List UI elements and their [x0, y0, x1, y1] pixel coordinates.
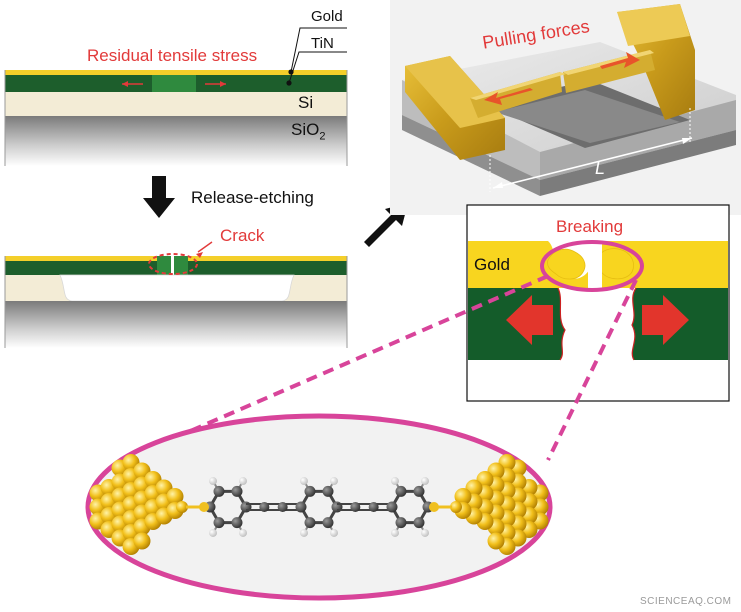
breaking-inset — [466, 204, 730, 402]
gold-leader — [290, 27, 347, 73]
gold-atom — [166, 488, 184, 505]
gold-electrode-right — [450, 454, 549, 555]
label-si: Si — [298, 93, 314, 112]
label-gold-inset: Gold — [474, 255, 510, 274]
gold-electrode-left — [89, 454, 188, 555]
sio2-layer — [5, 116, 347, 166]
sulfur-anchor — [429, 502, 439, 512]
gold-atom — [487, 532, 505, 550]
carbon-atom — [368, 502, 379, 512]
label-tin: TiN — [311, 35, 334, 52]
etched-cross-section — [4, 241, 348, 348]
carbon-atom — [350, 502, 361, 512]
zoom-connector-left — [187, 274, 549, 434]
carbon-atom — [259, 502, 270, 512]
hydrogen-atom — [391, 528, 399, 537]
hydrogen-atom — [300, 477, 308, 486]
label-crack: Crack — [220, 226, 265, 245]
device-3d — [390, 0, 741, 215]
sulfur-anchor — [199, 502, 209, 512]
carbon-atom — [231, 517, 243, 529]
pulling-arrow-right — [600, 52, 640, 69]
etched-cavity — [59, 274, 295, 302]
hydrogen-atom — [209, 528, 217, 537]
carbon-atom — [213, 517, 225, 529]
label-length: L — [595, 158, 606, 178]
carbon-atom — [322, 517, 334, 529]
gold-atom — [133, 532, 151, 550]
gold-layer — [5, 70, 347, 75]
hydrogen-atom — [239, 528, 247, 537]
carbon-atom — [322, 485, 334, 497]
hydrogen-atom — [300, 528, 308, 537]
break-arrow-right — [642, 295, 689, 345]
hydrogen-atom — [421, 528, 429, 537]
carbon-atom — [413, 517, 425, 529]
carbon-atom — [413, 485, 425, 497]
release-arrow — [143, 176, 175, 218]
carbon-atom — [231, 485, 243, 497]
label-gold: Gold — [311, 8, 343, 25]
crack-highlight — [148, 253, 198, 275]
hydrogen-atom — [209, 477, 217, 486]
label-release-etching: Release-etching — [191, 188, 314, 207]
carbon-atom — [395, 485, 407, 497]
si-layer — [5, 92, 347, 116]
initial-cross-section — [4, 27, 348, 166]
carbon-atom — [304, 485, 316, 497]
label-breaking: Breaking — [556, 217, 624, 236]
hydrogen-atom — [391, 477, 399, 486]
hydrogen-atom — [421, 477, 429, 486]
zoom-connector-right — [546, 279, 638, 461]
tin-notch — [152, 75, 196, 92]
carbon-atom — [395, 517, 407, 529]
carbon-atom — [213, 485, 225, 497]
break-highlight — [540, 240, 644, 292]
carbon-atom — [277, 502, 288, 512]
label-sio2: SiO2 — [291, 120, 326, 143]
molecular-junction — [85, 413, 553, 601]
hydrogen-atom — [239, 477, 247, 486]
hydrogen-atom — [330, 528, 338, 537]
crack-gap — [171, 256, 174, 275]
molecular-wire — [186, 477, 452, 537]
carbon-atom — [295, 501, 307, 513]
gold-atom — [450, 501, 462, 513]
carbon-atom — [304, 517, 316, 529]
length-indicator — [492, 137, 693, 189]
gold-atom — [176, 501, 188, 513]
hydrogen-atom — [330, 477, 338, 486]
label-residual-stress: Residual tensile stress — [87, 46, 258, 65]
gold-atom — [454, 488, 472, 505]
watermark: SCIENCEAQ.COM — [640, 596, 732, 607]
break-arrow-left — [506, 295, 553, 345]
carbon-atom — [386, 501, 398, 513]
pulling-arrow-left — [484, 88, 533, 105]
